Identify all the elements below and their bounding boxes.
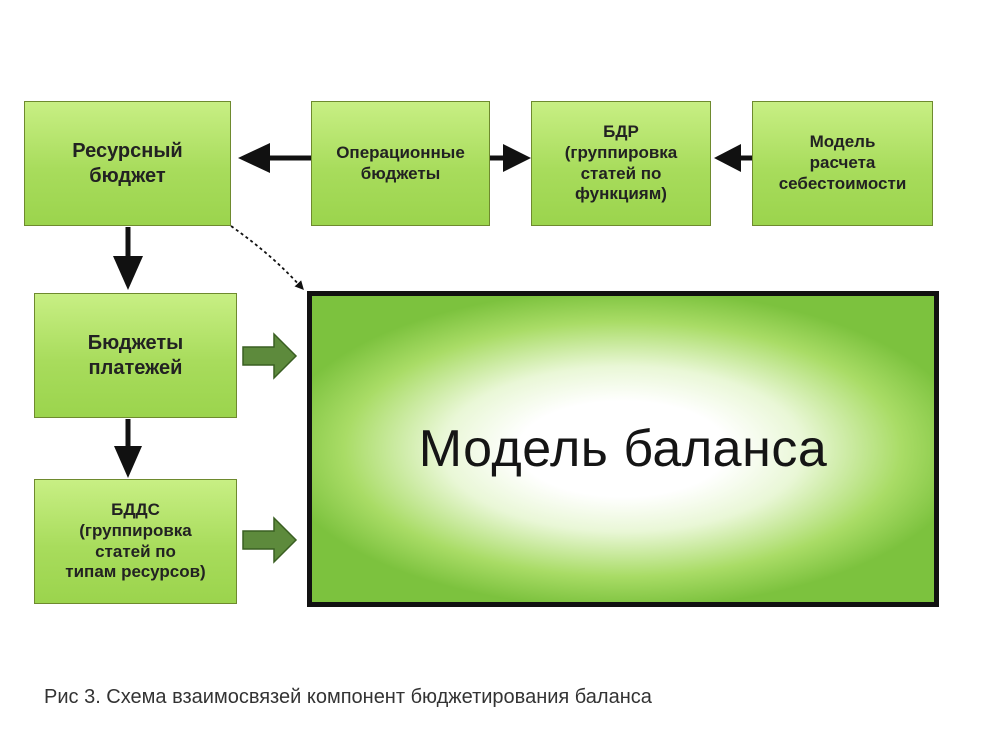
bdds-box: БДДС (группировка статей по типам ресурс… bbox=[34, 479, 237, 604]
bdr-label: БДР (группировка статей по функциям) bbox=[564, 122, 678, 204]
bdds-label: БДДС (группировка статей по типам ресурс… bbox=[65, 500, 206, 582]
cost-model-box: Модель расчета себестоимости bbox=[752, 101, 933, 226]
bdr-box: БДР (группировка статей по функциям) bbox=[531, 101, 711, 226]
arrow-operational-to-resource bbox=[238, 143, 311, 173]
resource-budget-label: Ресурсный бюджет bbox=[72, 140, 183, 187]
arrow-resource-to-payments bbox=[113, 227, 143, 290]
payment-budgets-box: Бюджеты платежей bbox=[34, 293, 237, 418]
operational-budgets-label: Операционные бюджеты bbox=[336, 142, 465, 183]
figure-caption: Рис 3. Схема взаимосвязей компонент бюдж… bbox=[44, 686, 652, 708]
balance-model-label: Модель баланса bbox=[418, 420, 828, 478]
arrow-payments-to-bdds bbox=[114, 419, 142, 478]
balance-model-box: Модель баланса bbox=[307, 291, 939, 607]
arrow-cost-model-to-bdr bbox=[714, 144, 752, 172]
arrow-operational-to-bdr bbox=[490, 144, 531, 172]
operational-budgets-box: Операционные бюджеты bbox=[311, 101, 490, 226]
arrow-payments-to-balance bbox=[242, 332, 298, 380]
arrow-resource-to-balance-dotted bbox=[230, 225, 304, 290]
payment-budgets-label: Бюджеты платежей bbox=[87, 332, 184, 379]
resource-budget-box: Ресурсный бюджет bbox=[24, 101, 231, 226]
cost-model-label: Модель расчета себестоимости bbox=[778, 132, 907, 193]
arrow-bdds-to-balance bbox=[242, 516, 298, 564]
